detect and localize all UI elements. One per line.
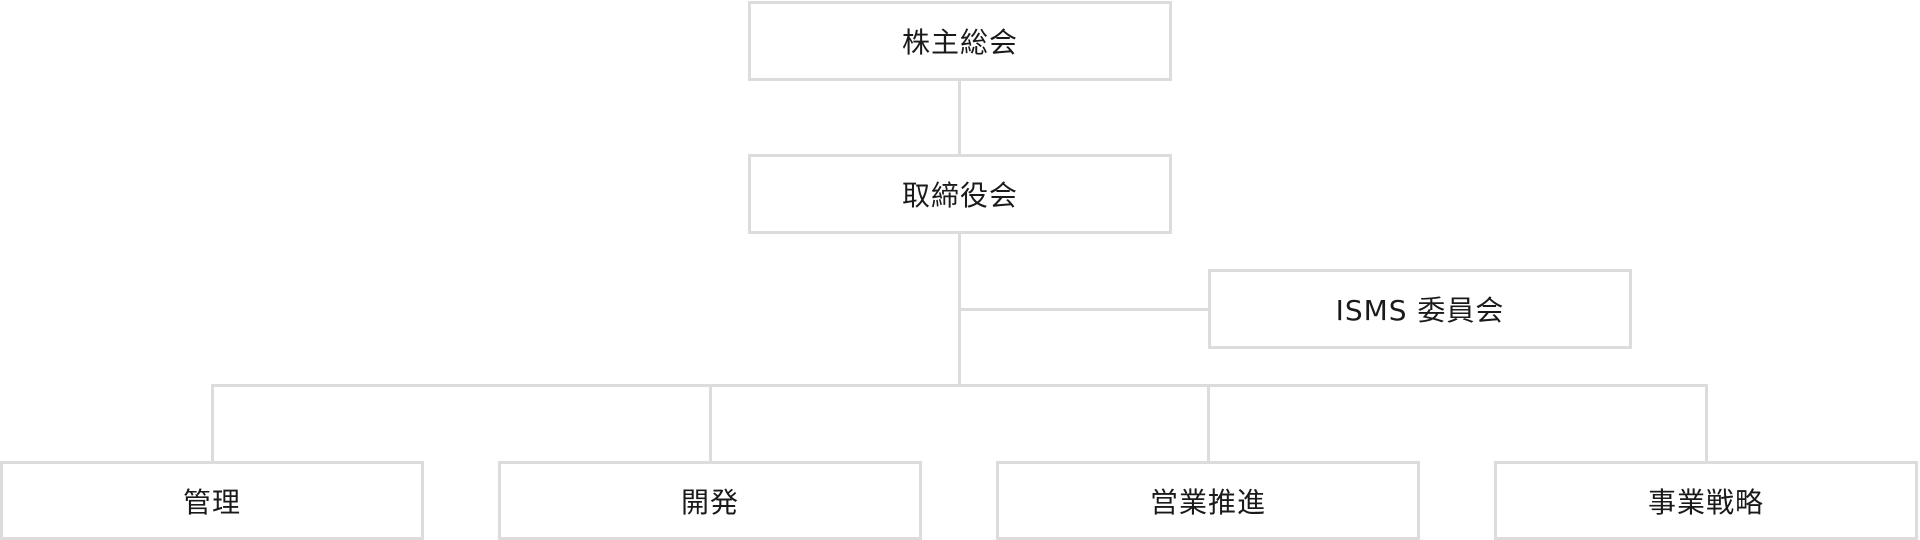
node-label: 営業推進 [1149, 485, 1266, 519]
connector-to-development [709, 384, 712, 462]
node-label: 事業戦略 [1647, 485, 1764, 519]
node-board-of-directors: 取締役会 [748, 154, 1172, 234]
node-label: 取締役会 [901, 179, 1018, 212]
connector-to-sales-promotion [1207, 384, 1210, 462]
connector-trunk-to-isms [959, 308, 1209, 311]
node-label: ISMS 委員会 [1335, 294, 1505, 327]
node-sales-promotion: 営業推進 [996, 461, 1420, 540]
connector-shareholders-to-board [958, 78, 961, 155]
connector-department-bus [211, 384, 1708, 387]
node-isms-committee: ISMS 委員会 [1208, 269, 1632, 349]
connector-to-business-strategy [1705, 384, 1708, 462]
node-label: 開発 [680, 485, 739, 519]
node-development: 開発 [498, 461, 922, 540]
node-shareholders-meeting: 株主総会 [748, 1, 1172, 81]
node-administration: 管理 [0, 461, 424, 540]
connector-to-administration [211, 384, 214, 462]
node-label: 株主総会 [901, 26, 1018, 59]
node-label: 管理 [182, 485, 241, 519]
node-business-strategy: 事業戦略 [1494, 461, 1918, 540]
